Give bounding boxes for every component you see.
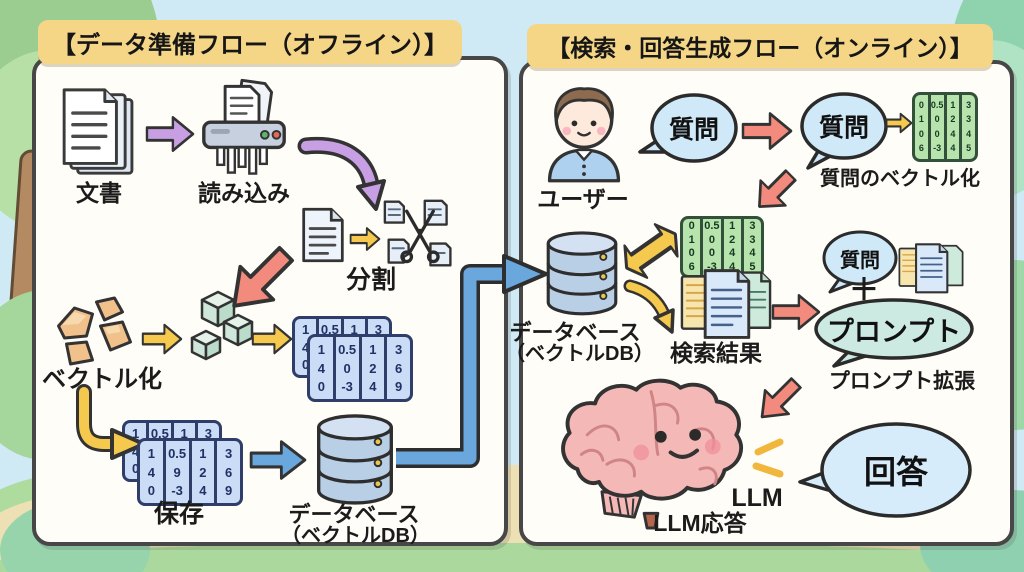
user-label: ユーザー — [537, 186, 629, 212]
user-avatar — [547, 87, 621, 183]
split-label: 分割 — [345, 266, 396, 294]
answer-bubble-text: 回答 — [863, 454, 928, 490]
llm-response-label: LLM応答 — [653, 510, 747, 536]
arrow-vectorize-to-save — [76, 384, 146, 460]
prompt-bubble — [814, 298, 974, 368]
arrow-question-to-question — [741, 112, 793, 150]
scissors-chunks-icon — [383, 199, 452, 267]
db-sub-label-right: （ベクトルDB） — [505, 343, 654, 365]
question-bubble-1-text: 質問 — [668, 116, 719, 144]
arrow-db-to-results — [623, 279, 675, 334]
question-bubble-2-text: 質問 — [818, 114, 869, 142]
vectorize-label: ベクトル化 — [42, 366, 162, 393]
prompt-expand-label: プロンプト拡張 — [828, 370, 976, 393]
save-label: 保存 — [153, 500, 204, 528]
emphasis-marks-icon — [752, 438, 784, 478]
arrow-vectorize-question — [758, 169, 797, 208]
db-sub-label-left: （ベクトルDB） — [281, 525, 430, 547]
load-label: 読み込み — [198, 180, 290, 206]
context-docs-icon — [898, 243, 964, 294]
database-icon-left — [317, 414, 393, 505]
online-flow-title: 【検索・回答生成フロー（オンライン）】 — [527, 24, 993, 68]
split-document-icon — [302, 207, 344, 263]
search-results-icon — [680, 269, 772, 339]
documents-label: 文書 — [76, 180, 122, 206]
question-bubble-3-text: 質問 — [840, 249, 880, 272]
arrow-results-to-prompt — [771, 294, 821, 330]
arrow-doc-to-pieces — [349, 227, 381, 251]
arrow-doc-to-load — [145, 116, 195, 152]
search-results-label: 検索結果 — [670, 340, 762, 366]
question-bubble-3 — [822, 230, 898, 294]
question-bubble-1 — [638, 93, 738, 163]
db-label-left: データベース — [288, 502, 420, 527]
arrow-db-vector-exchange — [623, 223, 679, 279]
question-vectorize-label: 質問のベクトル化 — [820, 168, 980, 190]
arrow-cubes-to-matrix — [251, 323, 293, 355]
database-icon-right — [546, 231, 618, 316]
prompt-bubble-text: プロンプト — [826, 316, 962, 347]
arrow-prompt-to-llm — [760, 377, 802, 419]
arrow-load-to-split — [297, 136, 386, 211]
arrow-chunks-to-cubes — [141, 323, 183, 355]
arrow-save-to-db — [249, 440, 307, 480]
raw-chunks-icon — [57, 296, 132, 366]
grass-strip — [0, 543, 1024, 572]
answer-bubble — [798, 422, 972, 518]
llm-brain-icon — [561, 378, 743, 530]
arrow-question-to-vector — [885, 112, 913, 134]
db-label-right: データベース — [509, 320, 641, 345]
plus-sign: ＋ — [849, 274, 879, 307]
arrow-split-to-vectorize — [232, 246, 294, 308]
shredder-icon — [202, 78, 286, 175]
offline-flow-title: 【データ準備フロー（オフライン）】 — [38, 20, 462, 64]
documents-icon — [62, 88, 134, 175]
embedding-cubes-icon — [190, 290, 254, 361]
arrow-offline-to-online — [396, 254, 548, 468]
llm-label: LLM — [731, 484, 783, 512]
